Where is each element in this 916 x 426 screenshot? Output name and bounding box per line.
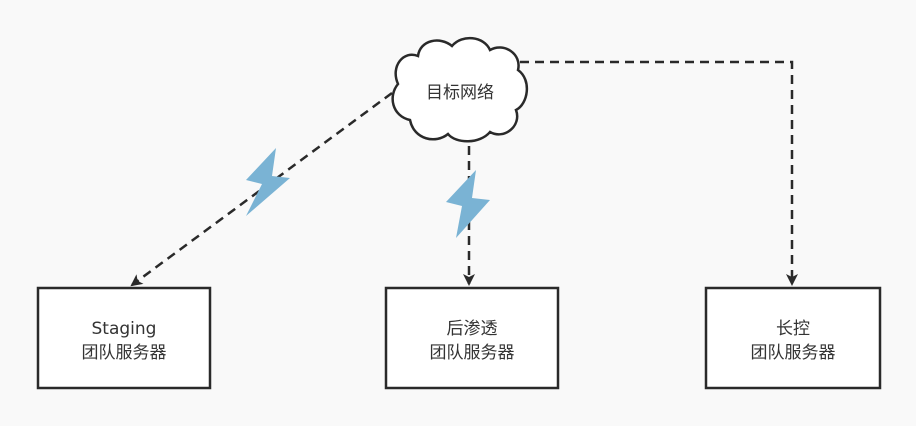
server-box [36,286,212,390]
lightning-icon [446,170,490,238]
server-box-staging: Staging 团队服务器 [36,286,212,390]
target-network-cloud: 目标网络 [391,37,528,143]
server-label-line1: 后渗透 [447,319,498,339]
server-label-line2: 团队服务器 [751,343,836,363]
cloud-shape [391,37,528,143]
server-label-line2: 团队服务器 [82,343,167,363]
server-box [384,286,560,390]
cloud-label: 目标网络 [426,83,494,103]
server-box-post-exploitation: 后渗透 团队服务器 [384,286,560,390]
server-label-line2: 团队服务器 [430,343,515,363]
server-label-line1: 长控 [776,319,810,339]
server-box-long-term-control: 长控 团队服务器 [704,286,882,390]
connector-cloud-to-staging [130,91,393,287]
server-label-line1: Staging [92,319,157,339]
lightning-icon [246,148,290,216]
connector-cloud-to-long-term-control [520,60,798,286]
server-box [704,286,882,390]
